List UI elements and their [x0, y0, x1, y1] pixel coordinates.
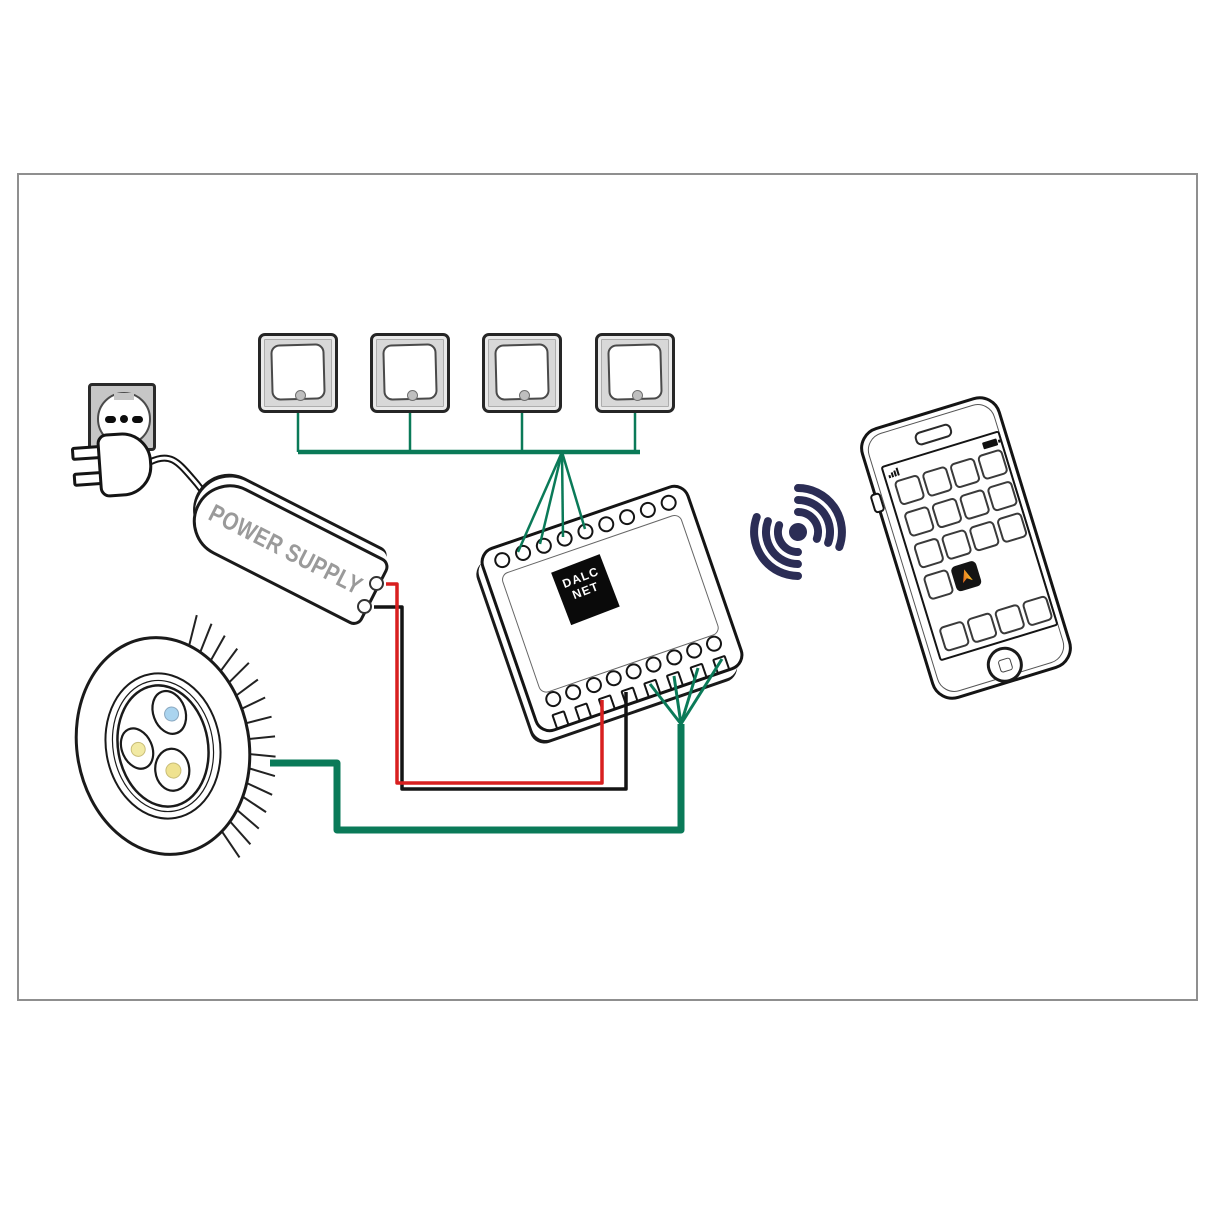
app-icon[interactable]: [892, 473, 926, 507]
app-icon[interactable]: [976, 448, 1009, 481]
app-icon[interactable]: [902, 505, 935, 538]
app-icon[interactable]: [995, 511, 1028, 545]
led-lens-warm-bottom: [154, 747, 191, 792]
app-icon[interactable]: [920, 465, 954, 498]
led-lens-warm-left: [119, 727, 155, 770]
app-icon[interactable]: [967, 520, 1001, 553]
wall-socket: [88, 383, 156, 451]
led-heatsink-fins-icon: [188, 614, 276, 858]
switch-indicator-dot: [519, 390, 530, 401]
dalcnet-app-icon[interactable]: [949, 560, 982, 593]
smartphone: [854, 390, 1078, 706]
app-icon[interactable]: [921, 568, 955, 602]
socket-pin-holes: [105, 415, 143, 423]
power-plug: [70, 427, 160, 499]
switch-indicator-dot: [632, 390, 643, 401]
app-icon[interactable]: [957, 488, 991, 521]
wireless-signal-icon: [750, 484, 846, 580]
app-icon[interactable]: [948, 456, 981, 490]
phone-screen: [880, 430, 1059, 662]
led-lens-blue: [151, 689, 188, 735]
led-downlight: [74, 614, 276, 858]
app-icon[interactable]: [930, 496, 963, 530]
app-icon[interactable]: [939, 528, 973, 561]
signal-bars-icon: [887, 467, 900, 479]
light-switch-1[interactable]: [258, 333, 338, 413]
app-icon[interactable]: [937, 620, 971, 653]
app-icon[interactable]: [965, 611, 998, 645]
switch-indicator-dot: [407, 390, 418, 401]
light-switch-4[interactable]: [595, 333, 675, 413]
plug-body: [95, 430, 155, 499]
battery-icon: [981, 437, 999, 449]
app-icon[interactable]: [993, 603, 1026, 636]
app-icon[interactable]: [985, 479, 1019, 513]
app-icon[interactable]: [1020, 594, 1054, 628]
light-switch-3[interactable]: [482, 333, 562, 413]
app-icon-grid: [888, 448, 1039, 603]
psu-terminal-negative: [357, 599, 372, 614]
psu-terminal-positive: [369, 576, 384, 591]
light-switch-2[interactable]: [370, 333, 450, 413]
switch-indicator-dot: [295, 390, 306, 401]
app-icon[interactable]: [912, 536, 945, 570]
